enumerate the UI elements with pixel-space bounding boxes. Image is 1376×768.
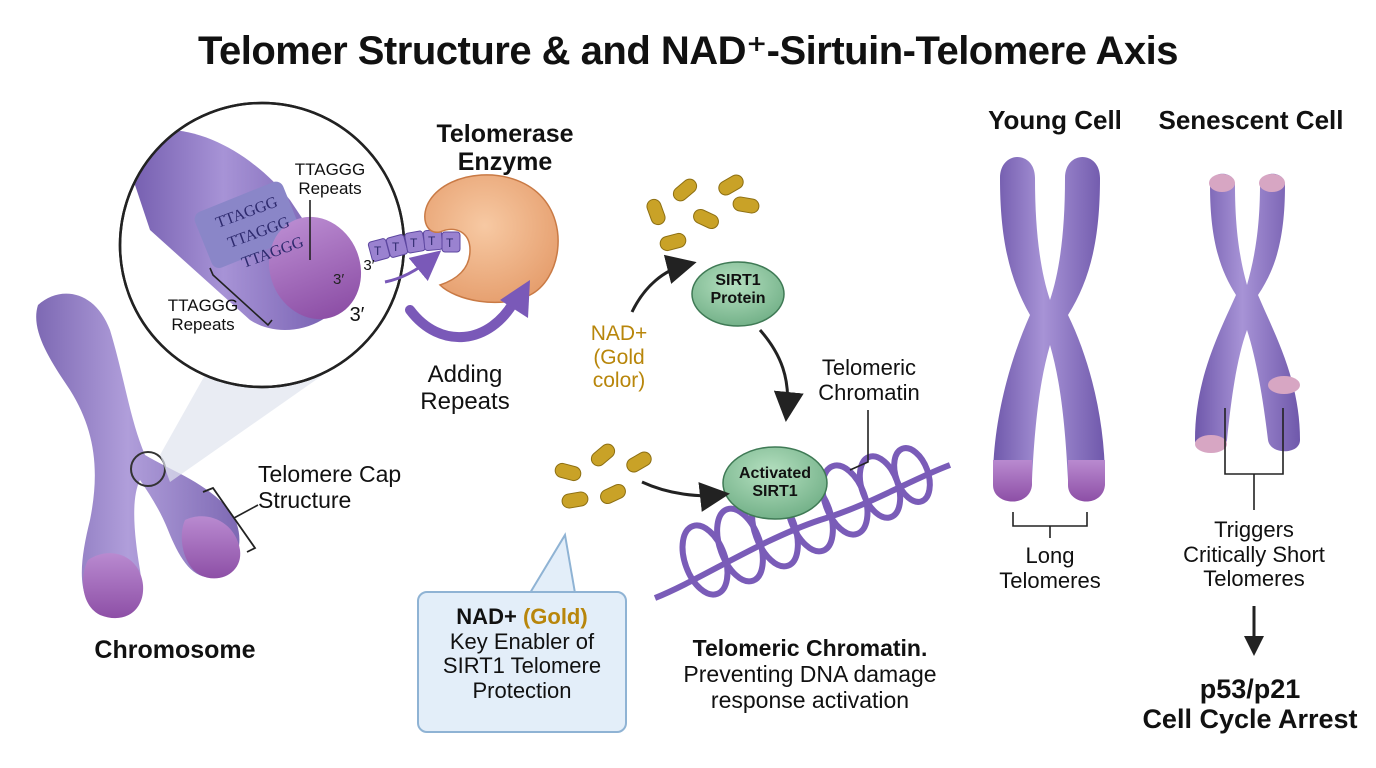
sirt1-line1: SIRT1 [715, 272, 761, 289]
triggers-label: Triggers Critically Short Telomeres [1168, 517, 1340, 592]
telomeric-chromatin-label: Telomeric Chromatin [806, 355, 932, 405]
telomere-cap-leader [233, 504, 259, 519]
ttaggg-bottom-line2: Repeats [171, 315, 235, 335]
chromatin-sub2: response activation [710, 686, 910, 713]
nucleotide-1: T [374, 244, 382, 258]
adding-repeats-label: Adding Repeats [400, 361, 530, 416]
sirt1-line2: Protein [710, 289, 766, 307]
chromosome-label: Chromosome [94, 636, 256, 664]
arrest-line2: Cell Cycle Arrest [1142, 704, 1358, 735]
callout-pointer [529, 532, 576, 594]
telomeric-chromatin-line1: Telomeric [821, 355, 917, 380]
arrow-sirt1-to-activated [758, 329, 804, 422]
chromatin-caption: Telomeric Chromatin. Preventing DNA dama… [660, 635, 960, 713]
nucleotide-2: T [392, 240, 400, 254]
left-telomere-cap-b [181, 516, 241, 579]
nad-line2: (Gold [593, 345, 645, 369]
short-cap-d [1268, 376, 1300, 394]
adding-line1: Adding [427, 361, 503, 388]
sirt1-protein-label: SIRT1 Protein [698, 272, 778, 308]
telomerase-enzyme [424, 174, 559, 304]
activated-line1: Activated [738, 465, 812, 482]
telomeric-chromatin-line2: Chromatin [818, 379, 920, 405]
long-line1: Long [1025, 543, 1075, 568]
arrow-nad-to-activated [641, 480, 730, 512]
callout-line4: Protection [472, 677, 572, 703]
callout-line3: SIRT1 Telomere [442, 653, 602, 679]
chromatin-sub1: Preventing DNA damage [683, 660, 937, 687]
callout-text: NAD+ (Gold) Key Enabler of SIRT1 Telomer… [419, 604, 625, 704]
triggers-line3: Telomeres [1203, 566, 1305, 592]
senescent-chromosome [1195, 173, 1300, 453]
ttaggg-top-label: TTAGGG Repeats [285, 160, 375, 198]
long-telomere-bracket [1012, 512, 1088, 527]
ttaggg-bottom-line1: TTAGGG [167, 296, 239, 315]
arrow-nad-to-sirt1 [630, 254, 697, 313]
telomere-cap-label: Telomere Cap Structure [258, 461, 428, 514]
adding-repeats-arrowhead [500, 280, 530, 318]
small-purple-arrow [384, 250, 442, 284]
nucleotide-4: T [428, 234, 436, 248]
activated-sirt1-label: Activated SIRT1 [725, 465, 825, 501]
nad-line3: color) [592, 369, 646, 393]
nad-molecules-bottom [554, 443, 652, 509]
callout-line2: Key Enabler of [449, 628, 595, 654]
sirt1-protein [691, 261, 785, 327]
triggers-line2: Critically Short [1183, 541, 1325, 567]
arrest-line1: p53/p21 [1199, 674, 1301, 704]
long-telomeres-label: Long Telomeres [985, 543, 1115, 593]
arrest-arrowhead [1244, 636, 1264, 656]
ttaggg-bottom-label: TTAGGG Repeats [158, 296, 248, 334]
prime-3-inside: 3′ [333, 271, 344, 288]
diagram-title: Telomer Structure & and NAD⁺-Sirtuin-Tel… [198, 29, 1178, 73]
nucleotide-3: T [410, 236, 418, 250]
telomere-cap-line2: Structure [258, 486, 352, 513]
bracket-bottom-repeats [209, 267, 273, 327]
ttaggg-top-line1: TTAGGG [294, 160, 366, 179]
zoom-circle [118, 101, 406, 389]
zoom-origin-circle [130, 451, 166, 487]
nad-gold-label: NAD+ (Gold color) [574, 322, 664, 393]
senescent-cell-label: Senescent Cell [1158, 105, 1344, 135]
short-cap-a [1209, 174, 1235, 192]
left-chromosome [36, 293, 241, 619]
callout-nad: NAD+ [456, 604, 517, 629]
adding-repeats-arrow [405, 295, 520, 343]
young-cell-label: Young Cell [988, 105, 1122, 135]
cell-cycle-arrest-label: p53/p21 Cell Cycle Arrest [1130, 674, 1370, 734]
zoom-cone [160, 370, 330, 482]
callout-gold: (Gold) [522, 604, 588, 629]
prime-3-c-label: 3′ [349, 304, 365, 326]
activated-line2: SIRT1 [752, 482, 798, 500]
ttaggg-top-line2: Repeats [298, 179, 362, 199]
telomerase-label: Telomerase Enzyme [430, 120, 580, 176]
nad-molecules-top [646, 174, 760, 252]
triggers-line1: Triggers [1214, 517, 1294, 542]
long-line2: Telomeres [999, 567, 1101, 593]
nucleotide-5: T [446, 236, 454, 250]
nad-line1: NAD+ [590, 322, 648, 345]
left-telomere-cap-a [83, 553, 144, 619]
short-cap-b [1259, 174, 1285, 192]
telomere-cap-line1: Telomere Cap [258, 461, 402, 487]
adding-line2: Repeats [420, 387, 510, 415]
short-cap-c [1195, 435, 1227, 453]
telomeric-chromatin-leader [849, 410, 869, 471]
telomerase-line2: Enzyme [457, 148, 553, 176]
prime-3-a-label: 3′ [363, 257, 375, 274]
telomerase-line1: Telomerase [436, 120, 574, 148]
nad-callout-box: NAD+ (Gold) Key Enabler of SIRT1 Telomer… [417, 591, 627, 733]
nucleotide-chain [367, 229, 461, 262]
chromatin-title: Telomeric Chromatin. [692, 635, 928, 661]
young-chromosome [993, 157, 1105, 502]
